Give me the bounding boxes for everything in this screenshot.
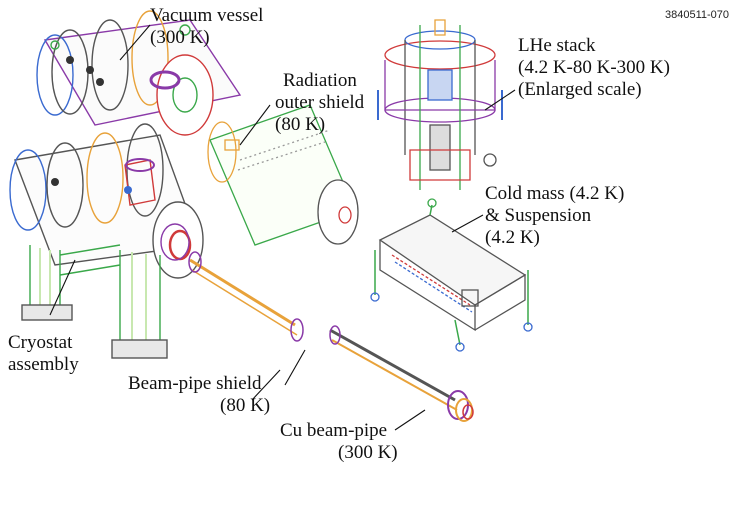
label-lhe-stack-line3: (Enlarged scale): [518, 79, 642, 100]
lhe-stack-drawing: [377, 19, 503, 190]
label-vacuum-vessel-line1: Vacuum vessel: [150, 5, 264, 26]
label-vacuum-vessel: Vacuum vessel (300 K): [150, 5, 263, 49]
label-radiation-shield-line2: outer shield: [275, 92, 365, 113]
leader-lines: [49, 24, 516, 431]
label-cryostat-assembly-line1: Cryostat: [8, 332, 73, 353]
cu-beam-pipe-drawing: [329, 325, 474, 422]
label-beam-pipe-shield-line2: (80 K): [220, 395, 271, 416]
label-beam-pipe-shield: Beam-pipe shield (80 K): [128, 373, 270, 417]
label-radiation-shield-line3: (80 K): [275, 114, 326, 135]
label-lhe-stack: LHe stack (4.2 K-80 K-300 K) (Enlarged s…: [518, 35, 670, 101]
label-cu-beam-pipe-line1: Cu beam-pipe: [280, 420, 388, 441]
label-cu-beam-pipe: Cu beam-pipe (300 K): [280, 420, 398, 464]
label-vacuum-vessel-line2: (300 K): [150, 27, 210, 48]
label-lhe-stack-line1: LHe stack: [518, 35, 596, 56]
label-cold-mass-line1: Cold mass (4.2 K): [485, 183, 625, 204]
label-cold-mass-line3: (4.2 K): [485, 227, 540, 248]
label-radiation-shield-line1: Radiation: [283, 70, 357, 91]
label-cu-beam-pipe-line2: (300 K): [338, 442, 398, 463]
beam-pipe-shield-drawing: [188, 251, 304, 342]
label-cryostat-assembly-line2: assembly: [8, 354, 79, 375]
label-radiation-shield: Radiation outer shield (80 K): [275, 70, 364, 136]
label-cold-mass: Cold mass (4.2 K) & Suspension (4.2 K): [485, 183, 624, 249]
cold-mass-drawing: [370, 198, 533, 352]
figure-id: 3840511-070: [665, 9, 730, 21]
label-beam-pipe-shield-line1: Beam-pipe shield: [128, 373, 262, 394]
radiation-shield-drawing: [207, 104, 359, 246]
label-lhe-stack-line2: (4.2 K-80 K-300 K): [518, 57, 670, 78]
vacuum-vessel-drawing: [36, 10, 242, 136]
label-cryostat-assembly: Cryostat assembly: [8, 332, 79, 376]
label-cold-mass-line2: & Suspension: [485, 205, 592, 226]
cryostat-assembly-drawing: [9, 123, 204, 359]
